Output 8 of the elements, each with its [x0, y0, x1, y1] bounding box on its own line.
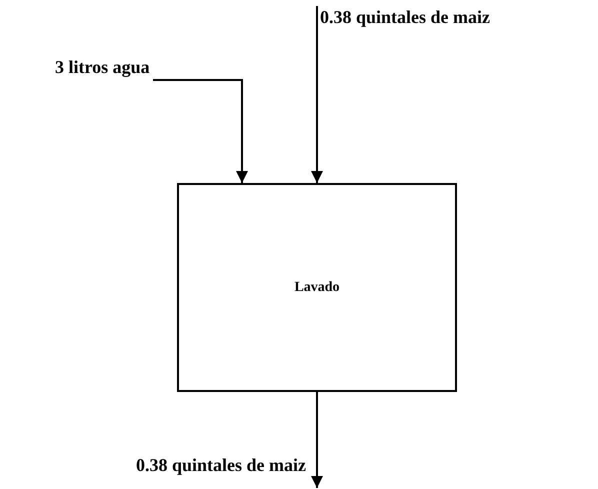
arrow [311, 392, 323, 488]
input-label: 0.38 quintales de maiz [320, 7, 490, 27]
input-label: 3 litros agua [55, 57, 150, 77]
arrow [153, 79, 248, 183]
arrow [311, 6, 323, 183]
output-label: 0.38 quintales de maiz [136, 455, 306, 475]
process-name: Lavado [294, 280, 340, 296]
process-box [177, 183, 457, 392]
